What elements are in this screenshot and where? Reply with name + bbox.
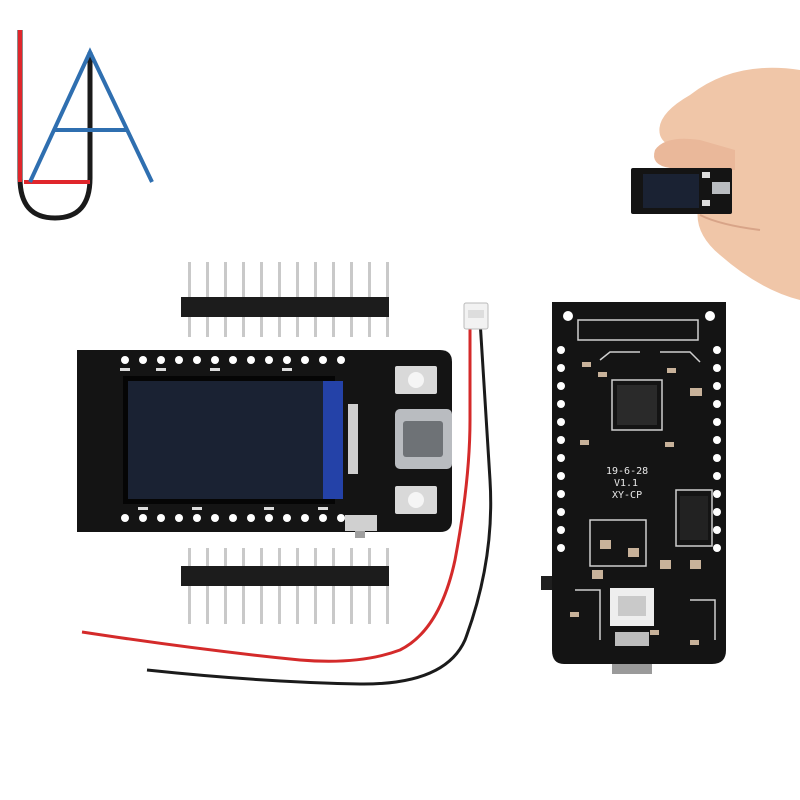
silkscreen-version: V1.1 bbox=[614, 478, 638, 489]
front-board bbox=[77, 350, 452, 538]
pin-header-top bbox=[181, 262, 389, 337]
brand-logo bbox=[17, 30, 154, 221]
silkscreen-maker: XY-CP bbox=[612, 490, 642, 501]
battery-cable bbox=[81, 302, 493, 686]
back-board: 19-6-28 V1.1 XY-CP bbox=[541, 302, 726, 674]
silkscreen-date: 19-6-28 bbox=[606, 466, 648, 477]
pin-header-bottom bbox=[181, 548, 389, 624]
hand-holding-board bbox=[631, 67, 800, 301]
